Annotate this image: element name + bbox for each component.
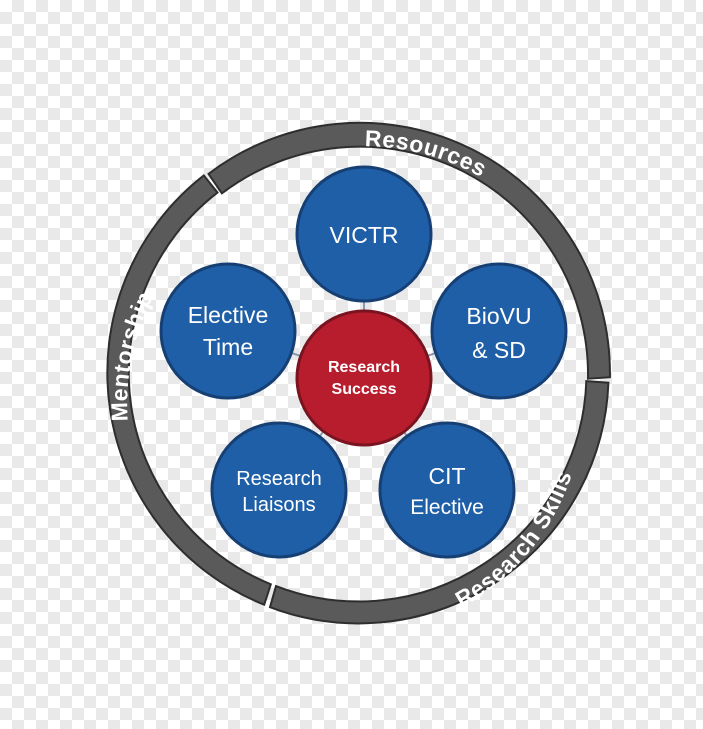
- node-biovu-label-line2: & SD: [472, 337, 526, 363]
- node-elective-time-circle: [159, 262, 297, 400]
- node-victr-label: VICTR: [330, 222, 399, 248]
- center-circle: [295, 309, 433, 447]
- node-elective-time-label-line1: Elective: [188, 302, 269, 328]
- center-label-line1: Research: [328, 359, 400, 376]
- node-biovu: BioVU & SD: [430, 262, 568, 400]
- node-elective-time-label-line2: Time: [203, 334, 253, 360]
- node-research-liaisons: Research Liaisons: [210, 421, 348, 559]
- node-victr: VICTR: [295, 165, 433, 303]
- ring-segment-research-skills: [268, 380, 610, 625]
- node-biovu-circle: [430, 262, 568, 400]
- node-cit-elective-label-line1: CIT: [428, 463, 465, 489]
- node-cit-elective-label-line2: Elective: [410, 496, 484, 519]
- ring-segment-resources: [207, 121, 611, 380]
- outer-ring: [106, 121, 611, 625]
- node-cit-elective: CIT Elective: [378, 421, 516, 559]
- node-research-liaisons-label-line1: Research: [236, 468, 322, 490]
- node-research-success: Research Success: [295, 309, 433, 447]
- node-cit-elective-circle: [378, 421, 516, 559]
- center-label-line2: Success: [332, 381, 397, 398]
- node-elective-time: Elective Time: [159, 262, 297, 400]
- node-victr-circle: [295, 165, 433, 303]
- node-research-liaisons-label-line2: Liaisons: [242, 494, 315, 516]
- node-biovu-label-line1: BioVU: [466, 303, 531, 329]
- node-research-liaisons-circle: [210, 421, 348, 559]
- ring-segment-mentorship: [106, 174, 273, 607]
